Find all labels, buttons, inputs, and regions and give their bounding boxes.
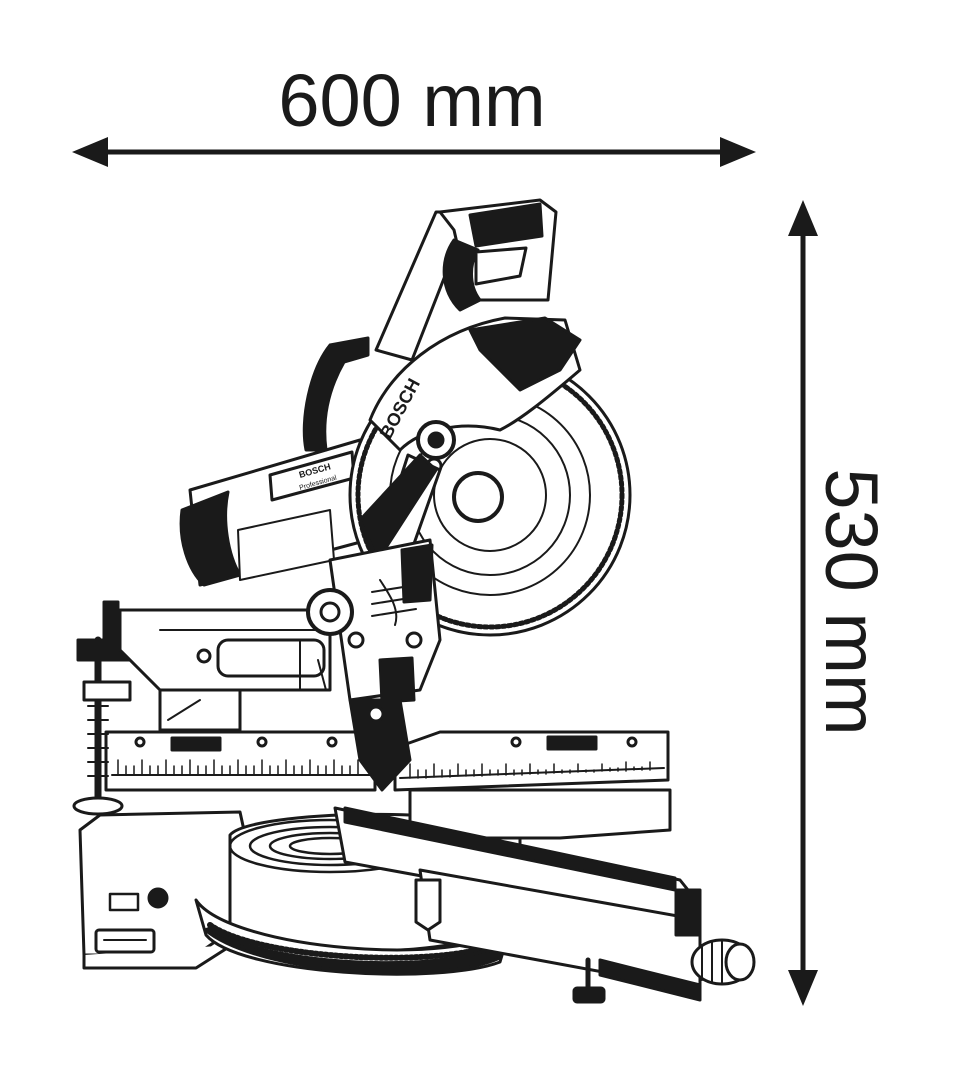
width-arrow-right-head <box>720 137 756 167</box>
width-label: 600 mm <box>278 59 545 142</box>
miter-saw-illustration: BOSCH Professional BOSCH <box>72 198 756 1004</box>
height-label: 530 mm <box>810 468 893 735</box>
height-dimension: 530 mm <box>788 200 893 1006</box>
saw-arm <box>299 453 442 792</box>
saw-fence <box>104 730 670 792</box>
saw-blade-guard: BOSCH <box>368 316 582 475</box>
height-arrow-bottom-head <box>788 970 818 1006</box>
width-arrow-left-head <box>72 137 108 167</box>
saw-extension <box>333 788 756 1004</box>
saw-handle <box>302 198 558 452</box>
height-arrow-top-head <box>788 200 818 236</box>
saw-rails <box>118 608 332 732</box>
width-dimension: 600 mm <box>72 59 756 167</box>
saw-motor: BOSCH Professional <box>179 438 370 587</box>
